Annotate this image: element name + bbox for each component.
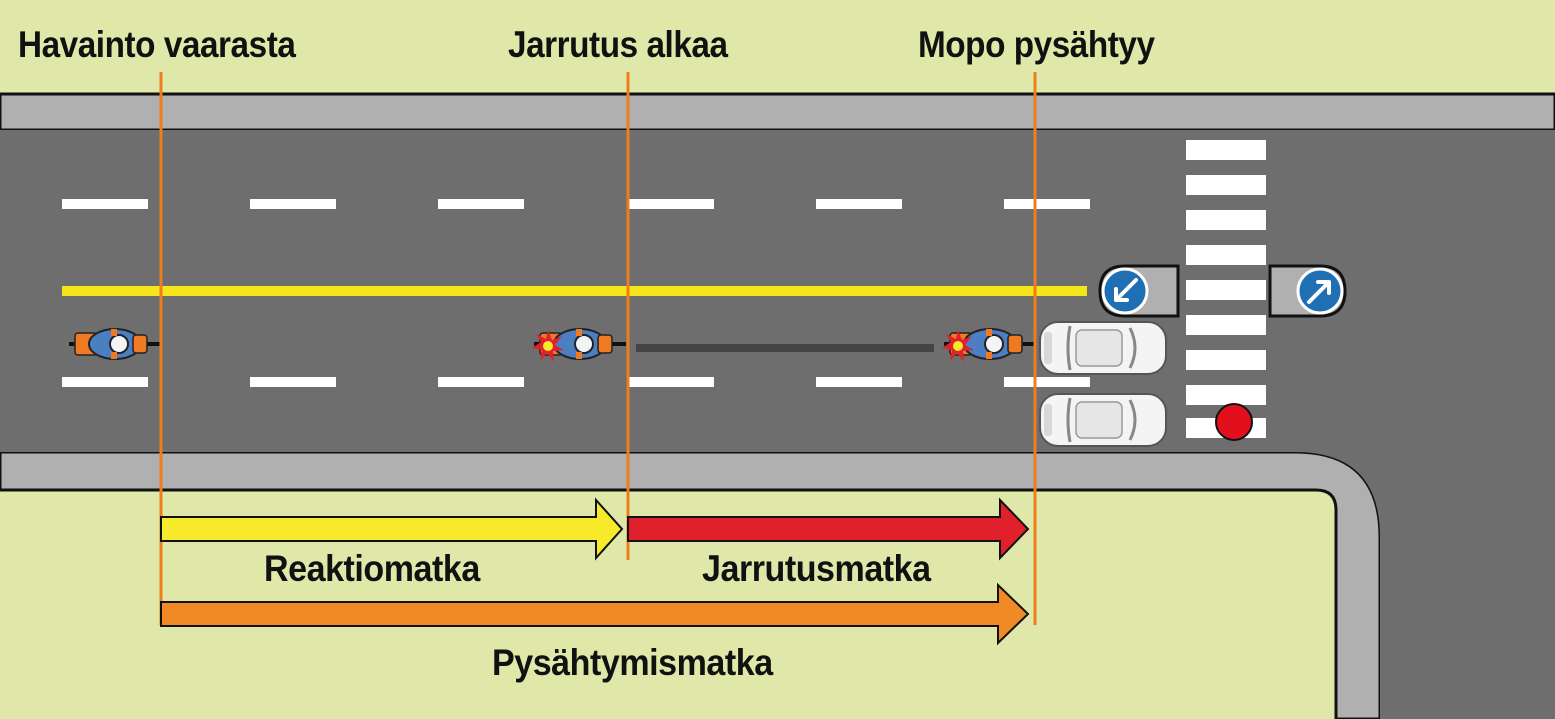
stopping-arrow — [160, 582, 1030, 646]
moped-stops-label: Mopo pysähtyy — [918, 24, 1155, 65]
car-icon — [1038, 392, 1168, 448]
hazard-detected-label: Havainto vaarasta — [18, 24, 296, 65]
braking-arrow — [627, 497, 1030, 561]
traffic-light-icon — [1215, 403, 1253, 441]
braking-distance-label: Jarrutusmatka — [702, 548, 931, 589]
skid-mark — [636, 344, 934, 352]
center-line — [62, 286, 1087, 296]
keep-left-sign-icon — [1268, 264, 1347, 318]
stopping-distance-label: Pysähtymismatka — [492, 642, 773, 683]
reaction-distance-label: Reaktiomatka — [264, 548, 480, 589]
lane-markings — [62, 199, 1090, 387]
car-icon — [1038, 320, 1168, 376]
pedestrian-crossing — [1186, 140, 1266, 438]
reaction-arrow — [160, 497, 624, 561]
keep-right-sign-icon — [1098, 264, 1180, 318]
braking-starts-label: Jarrutus alkaa — [508, 24, 728, 65]
